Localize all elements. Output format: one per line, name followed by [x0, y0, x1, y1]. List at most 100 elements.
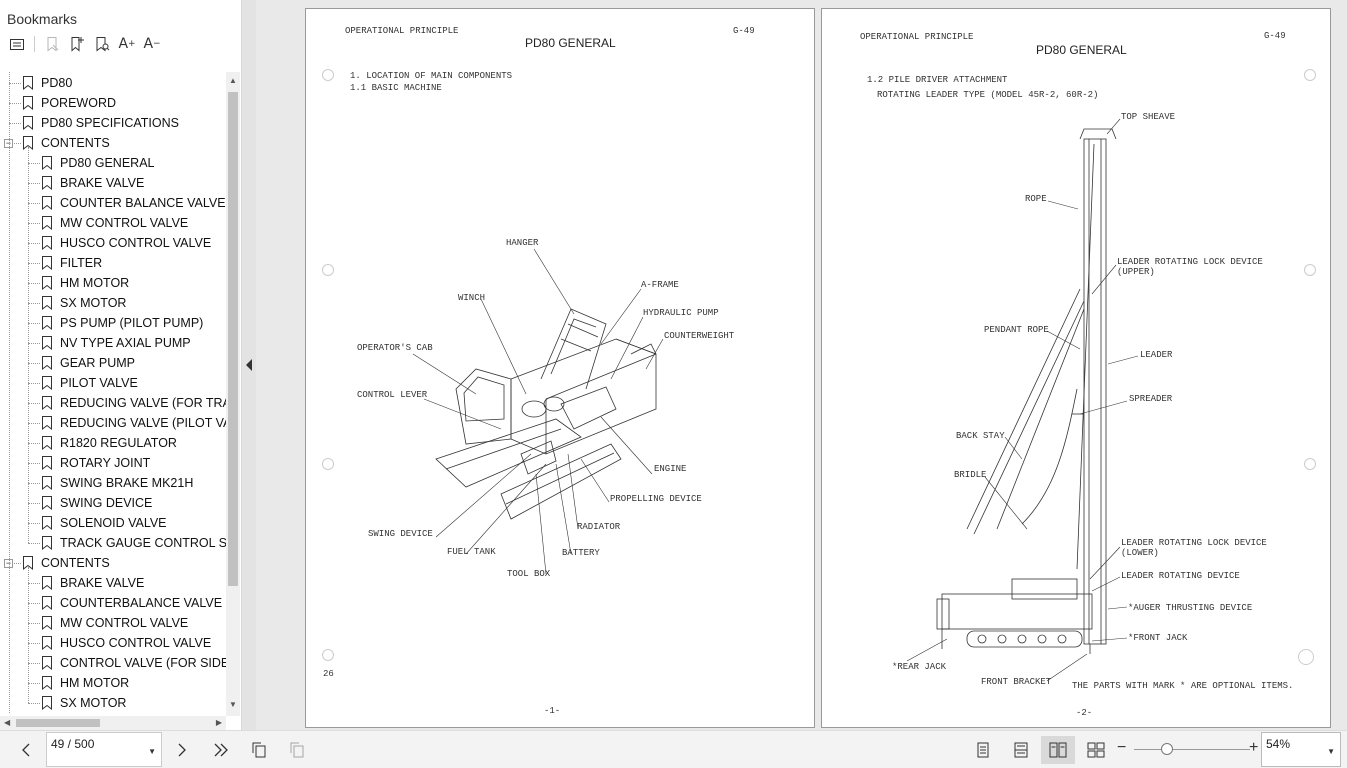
bookmark-label: SOLENOID VALVE — [60, 516, 167, 530]
bookmark-item[interactable]: HM MOTOR — [0, 273, 226, 293]
zoom-out-button[interactable]: − — [1117, 739, 1127, 756]
rotate-back-icon[interactable] — [286, 740, 308, 760]
scroll-thumb[interactable] — [228, 92, 238, 586]
zoom-slider-track[interactable] — [1134, 749, 1250, 750]
collapse-toggle-icon[interactable]: − — [4, 558, 13, 568]
bookmark-icon — [42, 236, 52, 250]
vertical-scrollbar[interactable]: ▲ ▼ — [226, 72, 240, 716]
punch-hole — [322, 458, 334, 470]
page-number-field[interactable]: 49 / 500 ▼ — [46, 732, 162, 767]
bookmark-item[interactable]: SX MOTOR — [0, 693, 226, 713]
chevron-down-icon[interactable]: ▼ — [1327, 747, 1335, 756]
zoom-in-button[interactable]: + — [1249, 739, 1259, 756]
bookmarks-toolbar: A+ A− — [6, 34, 166, 54]
section-heading: 1.2 PILE DRIVER ATTACHMENT — [867, 75, 1008, 85]
bookmark-item[interactable]: HM MOTOR — [0, 673, 226, 693]
label-top-sheave: TOP SHEAVE — [1121, 112, 1176, 122]
bookmark-item[interactable]: SX MOTOR — [0, 293, 226, 313]
page-indicator: 49 / 500 — [51, 737, 95, 751]
last-page-icon[interactable] — [210, 740, 232, 760]
find-bookmark-icon[interactable] — [91, 34, 113, 54]
label-back-stay: BACK STAY — [956, 431, 1005, 441]
bookmark-icon — [42, 416, 52, 430]
continuous-view-icon[interactable] — [1004, 736, 1038, 764]
bookmark-item[interactable]: BRAKE VALVE — [0, 173, 226, 193]
label-hanger: HANGER — [506, 238, 539, 248]
bookmarks-title: Bookmarks — [7, 11, 78, 27]
basic-machine-drawing — [412, 248, 664, 575]
two-page-view-icon[interactable] — [1041, 736, 1075, 764]
bookmark-item[interactable]: HUSCO CONTROL VALVE — [0, 633, 226, 653]
bookmark-item[interactable]: TRACK GAUGE CONTROL SYST — [0, 533, 226, 553]
label-rotating-device: LEADER ROTATING DEVICE — [1121, 571, 1240, 581]
bookmark-item[interactable]: PD80 SPECIFICATIONS — [0, 113, 226, 133]
bookmark-icon — [42, 396, 52, 410]
label-front-bracket: FRONT BRACKET — [981, 677, 1052, 687]
previous-page-icon[interactable] — [15, 740, 37, 760]
hscroll-thumb[interactable] — [16, 719, 100, 727]
decrease-text-size-icon[interactable]: A− — [143, 36, 161, 52]
bookmark-label: HM MOTOR — [60, 276, 130, 290]
bookmark-item[interactable]: PS PUMP (PILOT PUMP) — [0, 313, 226, 333]
bookmark-item[interactable]: REDUCING VALVE (FOR TRAVEL — [0, 393, 226, 413]
document-page-1: OPERATIONAL PRINCIPLE G-49 PD80 GENERAL … — [305, 8, 815, 728]
bookmark-item[interactable]: POREWORD — [0, 93, 226, 113]
zoom-value: 54% — [1266, 737, 1291, 751]
bookmark-item[interactable]: HUSCO CONTROL VALVE — [0, 233, 226, 253]
scroll-up-icon[interactable]: ▲ — [229, 76, 237, 85]
bookmark-item[interactable]: COUNTER BALANCE VALVE — [0, 193, 226, 213]
bookmark-item[interactable]: R1820 REGULATOR — [0, 433, 226, 453]
zoom-slider-thumb[interactable] — [1161, 743, 1173, 755]
bookmark-label: HUSCO CONTROL VALVE — [60, 636, 212, 650]
scroll-down-icon[interactable]: ▼ — [229, 700, 237, 709]
bookmark-label: CONTENTS — [41, 556, 110, 570]
bookmark-item[interactable]: PILOT VALVE — [0, 373, 226, 393]
bookmark-item[interactable]: −CONTENTS — [0, 133, 226, 153]
bookmark-item[interactable]: − CONTENTS — [0, 553, 226, 573]
document-page-2: OPERATIONAL PRINCIPLE G-49 PD80 GENERAL … — [821, 8, 1331, 728]
bookmark-icon — [42, 516, 52, 530]
scroll-right-icon[interactable]: ▶ — [215, 718, 222, 727]
bookmark-item[interactable]: ROTARY JOINT — [0, 453, 226, 473]
bookmark-label: REDUCING VALVE (PILOT VALV — [60, 416, 226, 430]
bookmark-item[interactable]: BRAKE VALVE — [0, 573, 226, 593]
bookmark-item[interactable]: SWING BRAKE MK21H — [0, 473, 226, 493]
punch-hole — [322, 264, 334, 276]
label-radiator: RADIATOR — [577, 522, 621, 532]
zoom-field[interactable]: 54% ▼ — [1261, 732, 1341, 767]
bookmark-item[interactable]: COUNTERBALANCE VALVE — [0, 593, 226, 613]
bookmark-item[interactable]: PD80 — [0, 73, 226, 93]
label-battery: BATTERY — [562, 548, 600, 558]
bookmark-item[interactable]: GEAR PUMP — [0, 353, 226, 373]
add-bookmark-icon[interactable] — [66, 34, 88, 54]
delete-bookmark-icon[interactable] — [41, 34, 63, 54]
bookmark-label: SWING DEVICE — [60, 496, 153, 510]
label-auger: *AUGER THRUSTING DEVICE — [1128, 603, 1253, 613]
bookmark-item[interactable]: CONTROL VALVE (FOR SIDE FR — [0, 653, 226, 673]
next-page-icon[interactable] — [171, 740, 193, 760]
single-page-view-icon[interactable] — [966, 736, 1000, 764]
bookmark-item[interactable]: REDUCING VALVE (PILOT VALV — [0, 413, 226, 433]
bookmark-icon — [42, 496, 52, 510]
bookmark-icon — [42, 436, 52, 450]
bookmark-item[interactable]: MW CONTROL VALVE — [0, 613, 226, 633]
increase-text-size-icon[interactable]: A+ — [118, 36, 136, 52]
bookmark-label: HUSCO CONTROL VALVE — [60, 236, 212, 250]
bookmark-icon — [42, 356, 52, 370]
expand-collapse-icon[interactable] — [6, 34, 28, 54]
rotate-page-icon[interactable] — [248, 740, 270, 760]
scroll-left-icon[interactable]: ◀ — [4, 718, 11, 727]
bookmark-item[interactable]: SWING DEVICE — [0, 493, 226, 513]
chevron-down-icon[interactable]: ▼ — [148, 747, 156, 756]
bookmark-item[interactable]: MW CONTROL VALVE — [0, 213, 226, 233]
bookmark-icon — [23, 96, 33, 110]
collapse-panel-icon[interactable] — [244, 358, 254, 372]
bookmark-item[interactable]: FILTER — [0, 253, 226, 273]
collapse-toggle-icon[interactable]: − — [4, 138, 13, 148]
bookmark-item[interactable]: NV TYPE AXIAL PUMP — [0, 333, 226, 353]
bookmark-item[interactable]: SOLENOID VALVE — [0, 513, 226, 533]
two-page-continuous-view-icon[interactable] — [1079, 736, 1113, 764]
page-footer: -1- — [544, 706, 561, 716]
horizontal-scrollbar[interactable]: ◀ ▶ — [0, 716, 226, 730]
bookmark-item[interactable]: PD80 GENERAL — [0, 153, 226, 173]
